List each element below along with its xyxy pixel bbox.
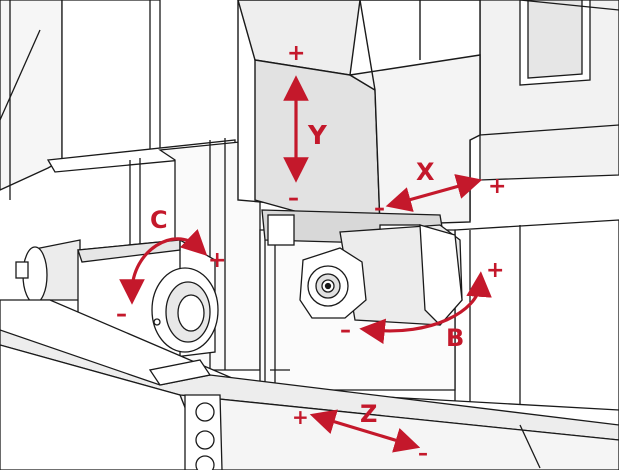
c-minus-sign: – <box>116 302 127 327</box>
b-axis-arrow <box>359 271 492 345</box>
y-plus-sign: + <box>287 41 305 66</box>
z-plus-sign: + <box>292 405 309 429</box>
b-plus-sign: + <box>486 258 504 283</box>
z-axis-label: Z <box>360 400 377 428</box>
b-axis-label: B <box>446 324 464 352</box>
y-axis-label: Y <box>307 121 328 151</box>
z-axis-arrow <box>309 409 421 453</box>
x-axis-label: X <box>416 158 435 186</box>
b-minus-sign: – <box>340 318 351 343</box>
c-plus-sign: + <box>208 248 226 273</box>
c-axis-label: C <box>150 206 168 234</box>
y-minus-sign: – <box>288 186 299 211</box>
x-plus-sign: + <box>488 174 506 199</box>
x-minus-sign: – <box>374 196 385 221</box>
axis-arrows <box>119 75 492 453</box>
x-axis-arrow <box>385 174 483 212</box>
z-minus-sign: – <box>418 441 428 465</box>
c-axis-arrow <box>119 228 208 305</box>
